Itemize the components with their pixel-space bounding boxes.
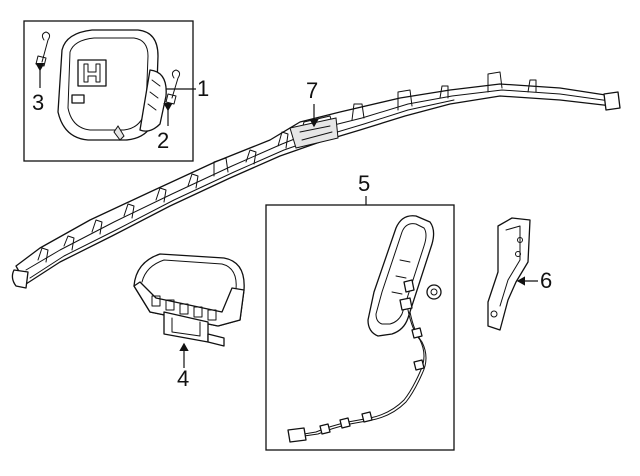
side-airbag-group-box — [265, 204, 455, 451]
clip-part-3 — [35, 31, 51, 88]
bracket-part-6 — [487, 217, 531, 331]
callout-5: 5 — [358, 171, 371, 196]
passenger-airbag-module — [133, 253, 245, 347]
driver-airbag-module — [57, 29, 167, 141]
callout-1: 1 — [197, 76, 210, 101]
callout-6: 6 — [540, 268, 553, 293]
callout-2: 2 — [157, 128, 170, 153]
callout-3: 3 — [32, 90, 45, 115]
side-airbag-module — [287, 215, 442, 443]
callout-7: 7 — [306, 78, 319, 103]
callout-4: 4 — [177, 366, 190, 391]
driver-airbag-group-box — [23, 20, 194, 162]
clip-part-2 — [163, 69, 181, 126]
